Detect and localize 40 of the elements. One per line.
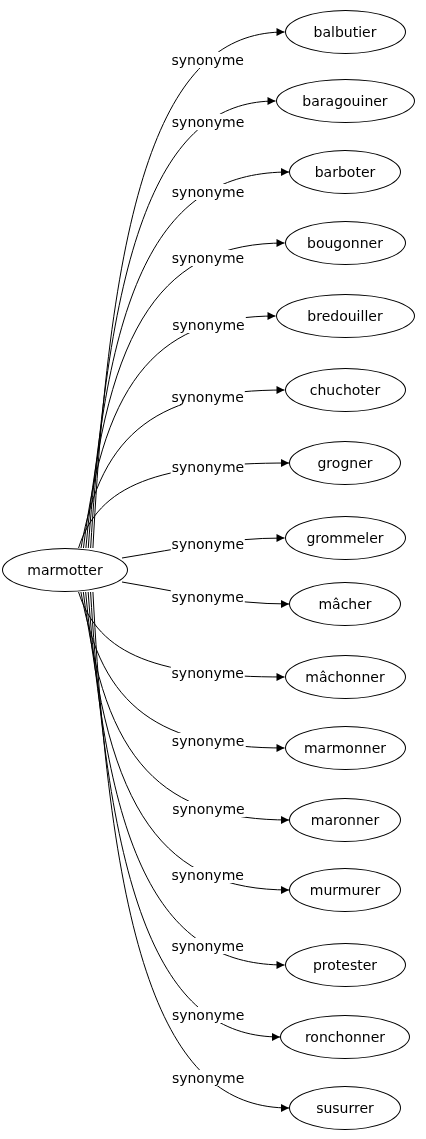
edge-label: synonyme bbox=[170, 249, 246, 266]
term-text: murmurer bbox=[309, 882, 381, 898]
term-text: grommeler bbox=[306, 530, 384, 546]
edge-label: synonyme bbox=[170, 389, 245, 406]
term-text: bredouiller bbox=[307, 308, 383, 324]
edge-label: synonyme bbox=[170, 183, 246, 200]
edge-label: synonyme bbox=[170, 589, 245, 606]
arrow bbox=[87, 591, 285, 969]
edge-label: synonyme bbox=[170, 866, 245, 883]
edge-label: synonyme bbox=[170, 113, 246, 130]
term-text: chuchoter bbox=[309, 382, 381, 398]
edge-label: synonyme bbox=[170, 1007, 246, 1024]
edge-label: synonyme bbox=[170, 938, 245, 955]
edge-label: synonyme bbox=[170, 733, 246, 750]
edge-label: synonyme bbox=[170, 1070, 246, 1087]
term-text: grogner bbox=[317, 455, 373, 471]
term-text: balbutier bbox=[313, 24, 377, 40]
term-text: baragouiner bbox=[302, 93, 388, 109]
edge-label: synonyme bbox=[171, 801, 246, 817]
arrow bbox=[85, 239, 285, 549]
edge-label: synonyme bbox=[170, 52, 245, 69]
term-text: marmonner bbox=[303, 740, 386, 756]
term-text: susurrer bbox=[316, 1100, 374, 1116]
term-text: bougonner bbox=[307, 235, 383, 251]
edge-label: synonyme bbox=[171, 317, 246, 334]
arrow bbox=[92, 591, 290, 1112]
term-text: maronner bbox=[310, 812, 380, 828]
arrow bbox=[87, 168, 290, 549]
term-text: protester bbox=[312, 957, 378, 973]
term-text: barboter bbox=[314, 164, 376, 180]
term-ellipse bbox=[2, 548, 128, 592]
term-text: ronchonner bbox=[304, 1029, 386, 1045]
arrow bbox=[92, 28, 285, 549]
arrow bbox=[90, 97, 276, 549]
term-text: marmotter bbox=[27, 562, 103, 578]
edge-label: synonyme bbox=[170, 665, 245, 682]
arrow bbox=[90, 591, 281, 1041]
term-text: mâchonner bbox=[305, 669, 385, 685]
term-text: mâcher bbox=[318, 596, 372, 612]
arrow bbox=[85, 591, 290, 894]
